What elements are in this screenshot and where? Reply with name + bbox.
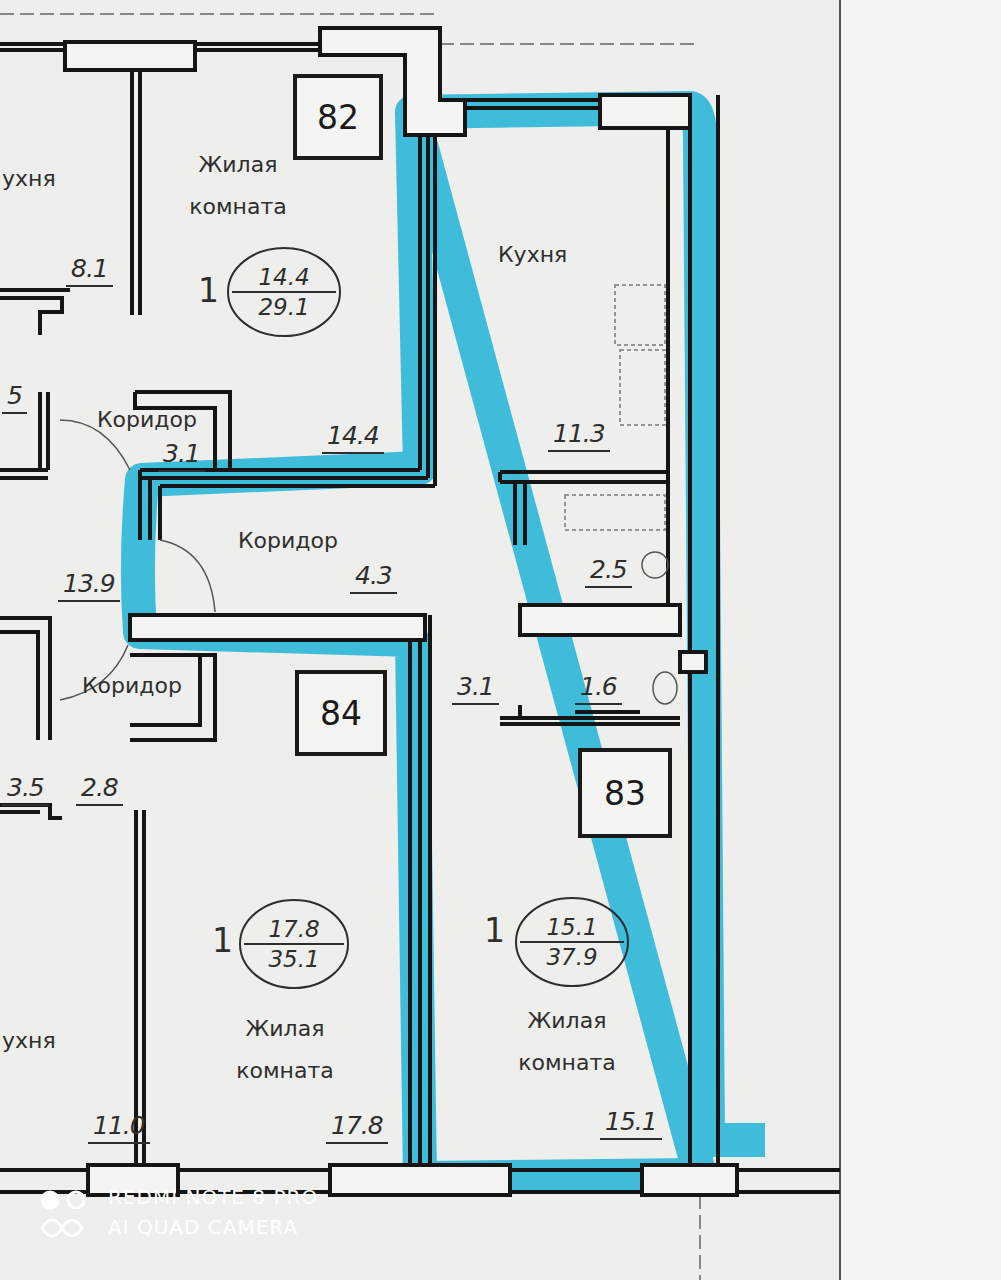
total-area: 35.1: [238, 946, 350, 972]
living-area: 17.8: [238, 916, 350, 942]
dimension: 4.3: [350, 562, 397, 594]
apartment-number-text: 82: [317, 98, 359, 137]
living-area: 15.1: [514, 914, 630, 940]
dimension: 3.1: [452, 673, 499, 705]
area-ellipse: 17.8 35.1: [238, 898, 350, 990]
dimension: 14.4: [322, 422, 384, 454]
dimension: 13.9: [58, 570, 120, 602]
room-name: Коридор: [97, 407, 197, 432]
room-count: 1: [212, 922, 233, 960]
paper-margin: [840, 0, 1001, 1280]
room-name: Кухня: [498, 242, 567, 267]
walls: [0, 28, 840, 1195]
area-ellipse: 14.4 29.1: [226, 246, 342, 338]
ellipse-outline: [238, 898, 350, 990]
room-name: Жилая комната: [492, 1000, 642, 1084]
total-area: 37.9: [514, 944, 630, 970]
dimension: 5: [2, 382, 27, 414]
room-count: 1: [484, 912, 505, 950]
room-name: Жилая комната: [168, 144, 308, 228]
door-arcs: [60, 420, 677, 704]
apartment-number: 83: [578, 748, 672, 838]
area-ellipse: 15.1 37.9: [514, 896, 630, 988]
living-area: 14.4: [226, 264, 342, 290]
dimension: 2.5: [585, 556, 632, 588]
apartment-number-text: 84: [320, 694, 362, 733]
dimension: 15.1: [600, 1108, 662, 1140]
room-name: Жилая комната: [210, 1008, 360, 1092]
room-name: ухня: [2, 1028, 56, 1053]
dimension: 17.8: [326, 1112, 388, 1144]
dimension: 3.5: [2, 774, 49, 806]
room-name: Коридор: [238, 528, 338, 553]
dimension: 3.1: [158, 440, 205, 472]
room-name: Коридор: [82, 673, 182, 698]
dimension: 8.1: [66, 255, 113, 287]
total-area: 29.1: [226, 294, 342, 320]
camera-logo: [42, 1192, 84, 1236]
highlight-band: [138, 108, 765, 1178]
dimension: 11.3: [548, 420, 610, 452]
room-count: 1: [198, 272, 219, 310]
ellipse-outline: [226, 246, 342, 338]
watermark: REDMI NOTE 8 PRO: [108, 1186, 318, 1209]
apartment-number: 82: [293, 74, 383, 160]
fixtures: [565, 285, 665, 530]
watermark: AI QUAD CAMERA: [108, 1216, 298, 1239]
dimension: 2.8: [76, 774, 123, 806]
apartment-number-text: 83: [604, 774, 646, 813]
page-border: [839, 0, 841, 1280]
room-name: ухня: [2, 166, 56, 191]
dimension: 11.0: [88, 1112, 150, 1144]
dimension: 1.6: [575, 673, 622, 705]
ellipse-outline: [514, 896, 630, 988]
apartment-number: 84: [295, 670, 387, 756]
